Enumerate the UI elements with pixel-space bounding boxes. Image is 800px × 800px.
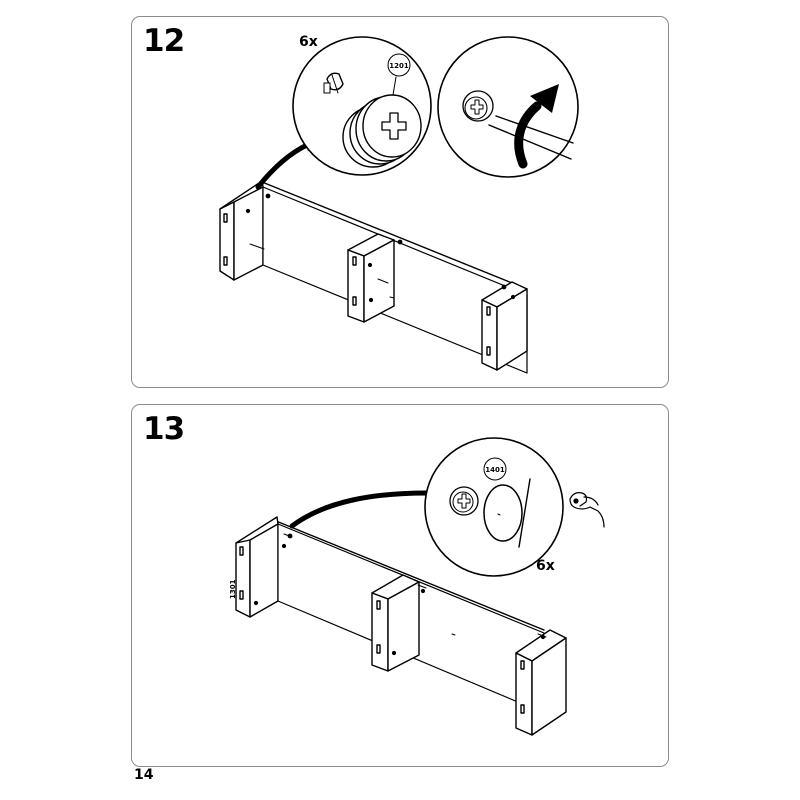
step-12-illustration: 1201 [219,36,579,374]
cam-lock-detail: 1201 [292,36,432,176]
quantity-label: 6x [536,558,555,574]
part-label: 1401 [485,466,505,474]
step-number: 13 [143,411,185,447]
shelf-unit: 1301 [229,516,567,736]
step-13-illustration: 1301 1401 [229,437,605,736]
side-label: 1301 [229,579,237,599]
page-number: 14 [134,767,154,783]
hand-press-icon [569,492,605,528]
step-13-panel: 13 6x [131,404,669,767]
step-number: 12 [143,23,185,59]
cover-cap-detail: 1401 [424,437,564,577]
step-12-panel: 12 6x [131,16,669,388]
screwdriver-detail [437,36,579,178]
quantity-label: 6x [299,34,318,50]
shelf-unit [219,180,528,374]
part-label: 1201 [389,62,409,70]
